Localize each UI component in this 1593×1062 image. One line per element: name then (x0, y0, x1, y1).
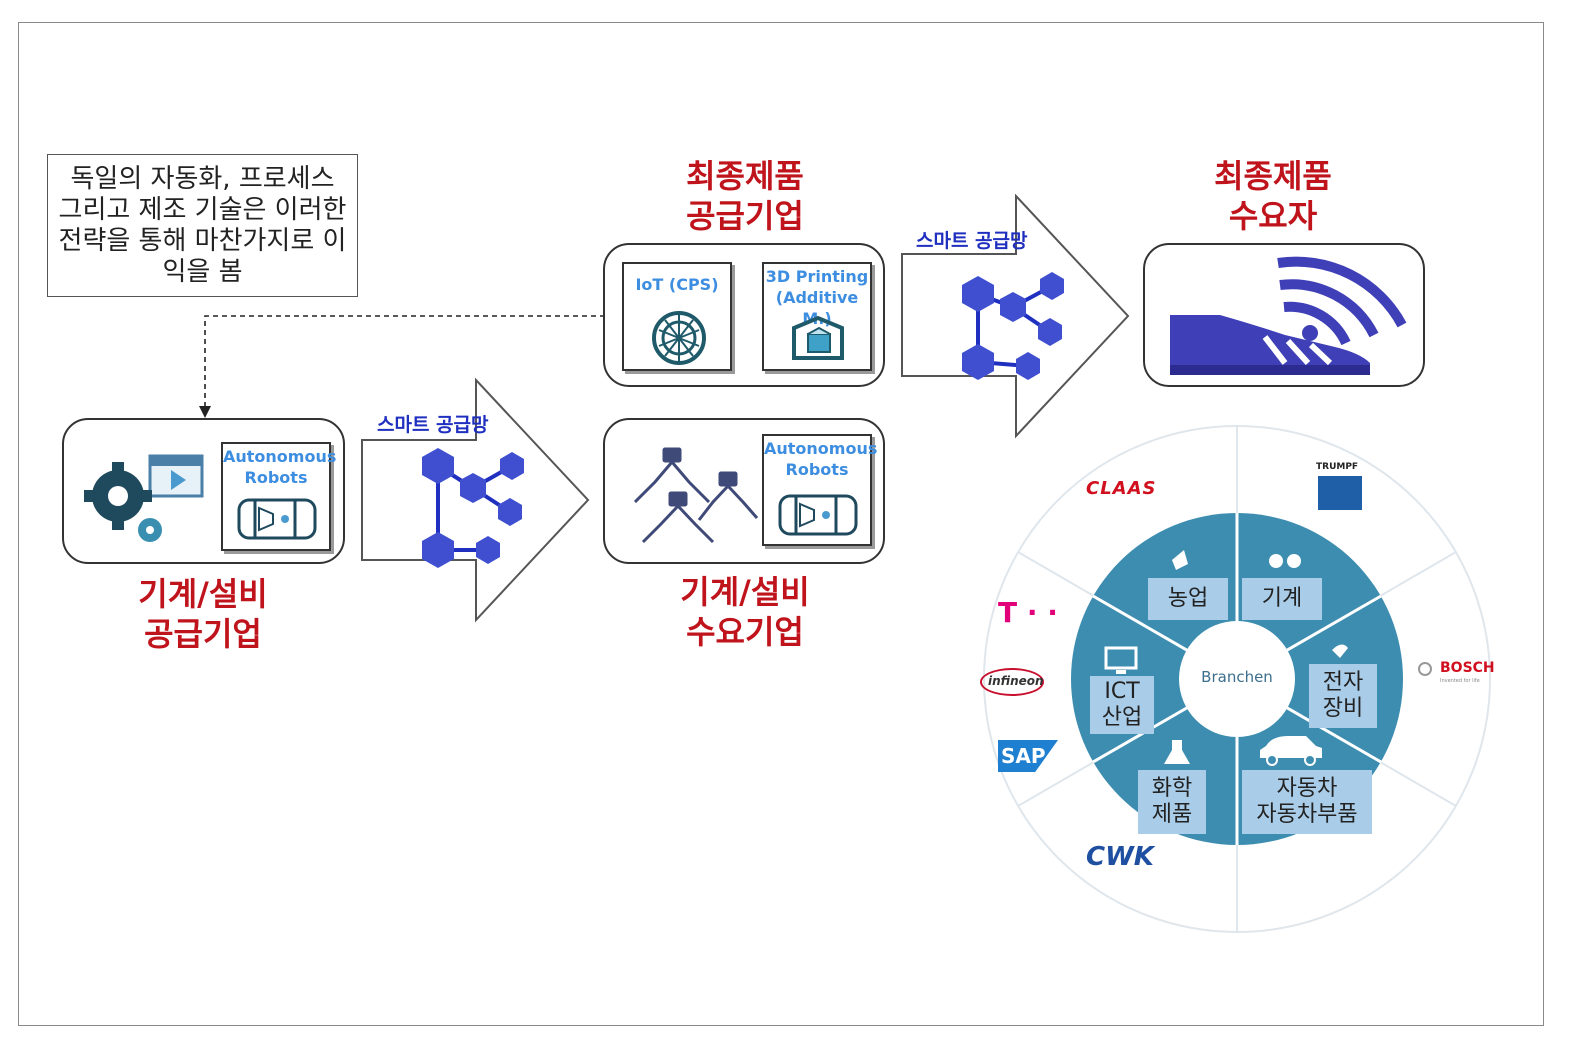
autonomous-vehicle-icon (237, 498, 317, 540)
3d-printer-icon (792, 315, 844, 360)
note-text: 독일의 자동화, 프로세스 그리고 제조 기술은 이러한 전략을 통해 마찬가지… (58, 163, 347, 287)
segment-agriculture: 농업 (1148, 578, 1228, 620)
claas-logo: CLAAS (1086, 478, 1157, 499)
smart-supply-arrow-top (901, 194, 1130, 439)
smart-supply-label-top: 스마트 공급망 (916, 230, 1028, 252)
infineon-logo: infineon (980, 668, 1044, 696)
iot-label: IoT (CPS) (635, 275, 719, 294)
dashed-connector (199, 315, 605, 418)
end-consumer-box (1143, 243, 1425, 387)
end-supplier-box: IoT (CPS) 3D Printing(Additive M.) (603, 243, 885, 387)
segment-machinery: 기계 (1242, 578, 1322, 620)
cwk-logo: CWK (1086, 842, 1154, 872)
industry-wheel (983, 425, 1491, 933)
printing-panel: 3D Printing(Additive M.) (762, 262, 872, 371)
wheel-center-label: Branchen (1201, 668, 1273, 686)
smart-supply-arrow-bottom (361, 378, 590, 623)
smart-supply-label-bottom: 스마트 공급망 (377, 414, 489, 436)
bosch-logo: BOSCH Invented for life (1418, 660, 1498, 688)
trumpf-logo: TRUMPF (1316, 462, 1362, 510)
network-sphere-icon (652, 311, 706, 365)
gear-video-icon (84, 454, 204, 542)
iot-panel: IoT (CPS) (622, 262, 732, 371)
robot-arms-icon (633, 447, 759, 544)
telekom-logo: T · · (998, 596, 1058, 629)
note-box: 독일의 자동화, 프로세스 그리고 제조 기술은 이러한 전략을 통해 마찬가지… (47, 154, 358, 297)
autonomous-vehicle-icon (778, 494, 858, 536)
diagram-frame (18, 22, 1544, 1026)
smart-shoe-icon (1170, 256, 1407, 375)
